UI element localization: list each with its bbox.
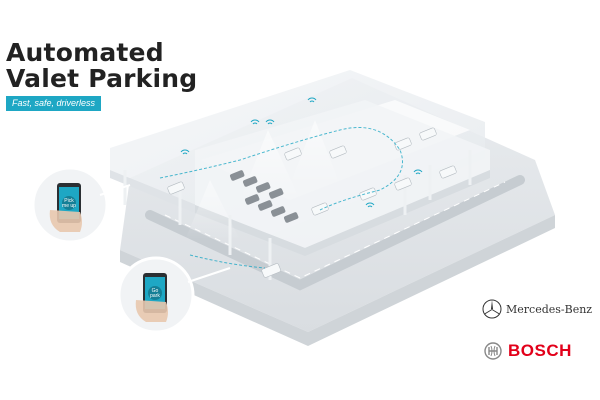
mercedes-benz-wordmark: Mercedes-Benz	[506, 302, 593, 316]
phone-callout-top: Pick me up	[31, 166, 131, 244]
phone-top-line2: me up	[62, 203, 76, 209]
bosch-logo: BOSCH	[484, 341, 572, 361]
white-cars	[167, 127, 457, 278]
phone-bottom-line1: Go	[152, 288, 159, 294]
title-line-1: Automated	[6, 38, 164, 67]
phone-bottom-line2: park	[150, 293, 160, 299]
bosch-wordmark: BOSCH	[508, 341, 572, 360]
phone-top-line1: Pick	[64, 198, 74, 204]
bosch-armature-icon	[484, 342, 502, 360]
mercedes-star-icon	[482, 299, 502, 319]
route-path-lower	[189, 254, 266, 269]
phone-callout-bottom: Go park	[117, 256, 231, 334]
mercedes-benz-logo: Mercedes-Benz	[482, 299, 592, 319]
page-title: Automated Valet Parking	[6, 40, 197, 92]
tagline-badge: Fast, safe, driverless	[6, 96, 102, 111]
title-line-2: Valet Parking	[6, 64, 198, 93]
parked-cars	[229, 170, 299, 223]
wifi-signal-icon	[180, 97, 423, 208]
